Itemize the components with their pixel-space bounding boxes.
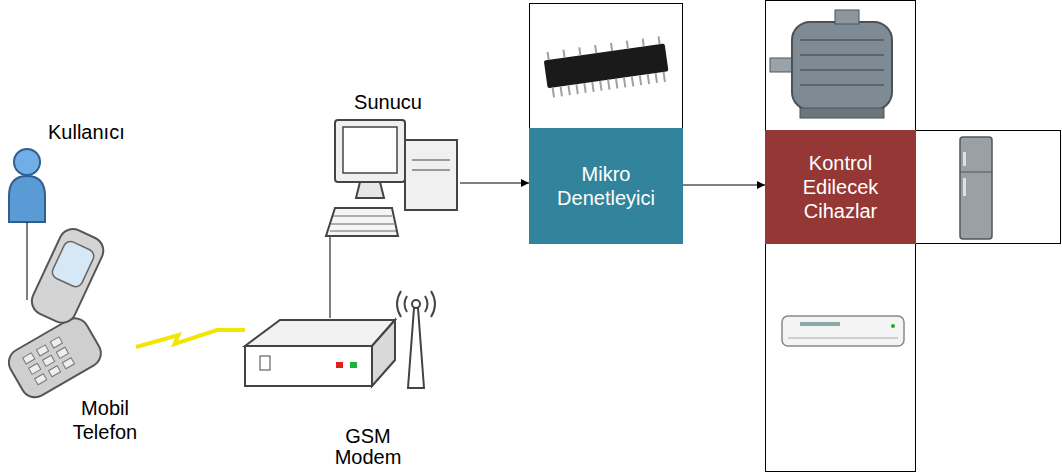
frame <box>766 244 916 472</box>
box-label: Mikro Denetleyici <box>536 162 676 210</box>
modem-node: GSM Modem <box>245 318 395 388</box>
motor-icon <box>770 10 892 118</box>
node-label: Mobil Telefon <box>66 396 144 444</box>
node-label: Kullanıcı <box>48 120 158 144</box>
frame <box>766 1 916 131</box>
phone-icon <box>4 224 108 402</box>
modem-icon <box>245 320 395 386</box>
server-node: Sunucu <box>325 118 460 237</box>
phone-node: Mobil Telefon <box>8 300 100 395</box>
fridge-icon <box>960 137 992 239</box>
connector <box>460 183 529 184</box>
chip-icon <box>543 36 670 99</box>
antenna-icon <box>397 291 435 388</box>
box-label: Kontrol Edilecek Cihazlar <box>785 151 897 223</box>
connector <box>330 237 331 318</box>
connector <box>27 222 28 300</box>
air-conditioner-icon <box>782 316 904 346</box>
connector <box>683 185 765 186</box>
node-label: Sunucu <box>338 90 438 114</box>
computer-icon <box>326 120 457 236</box>
user-node: Kullanıcı <box>8 148 48 222</box>
frame <box>916 131 1061 244</box>
process-box: Kontrol Edilecek Cihazlar <box>765 130 916 244</box>
frame <box>530 4 683 244</box>
wireless-link <box>100 330 245 347</box>
user-icon <box>9 149 45 222</box>
process-box: Mikro Denetleyici <box>529 128 683 244</box>
node-label: GSM Modem <box>326 426 410 468</box>
